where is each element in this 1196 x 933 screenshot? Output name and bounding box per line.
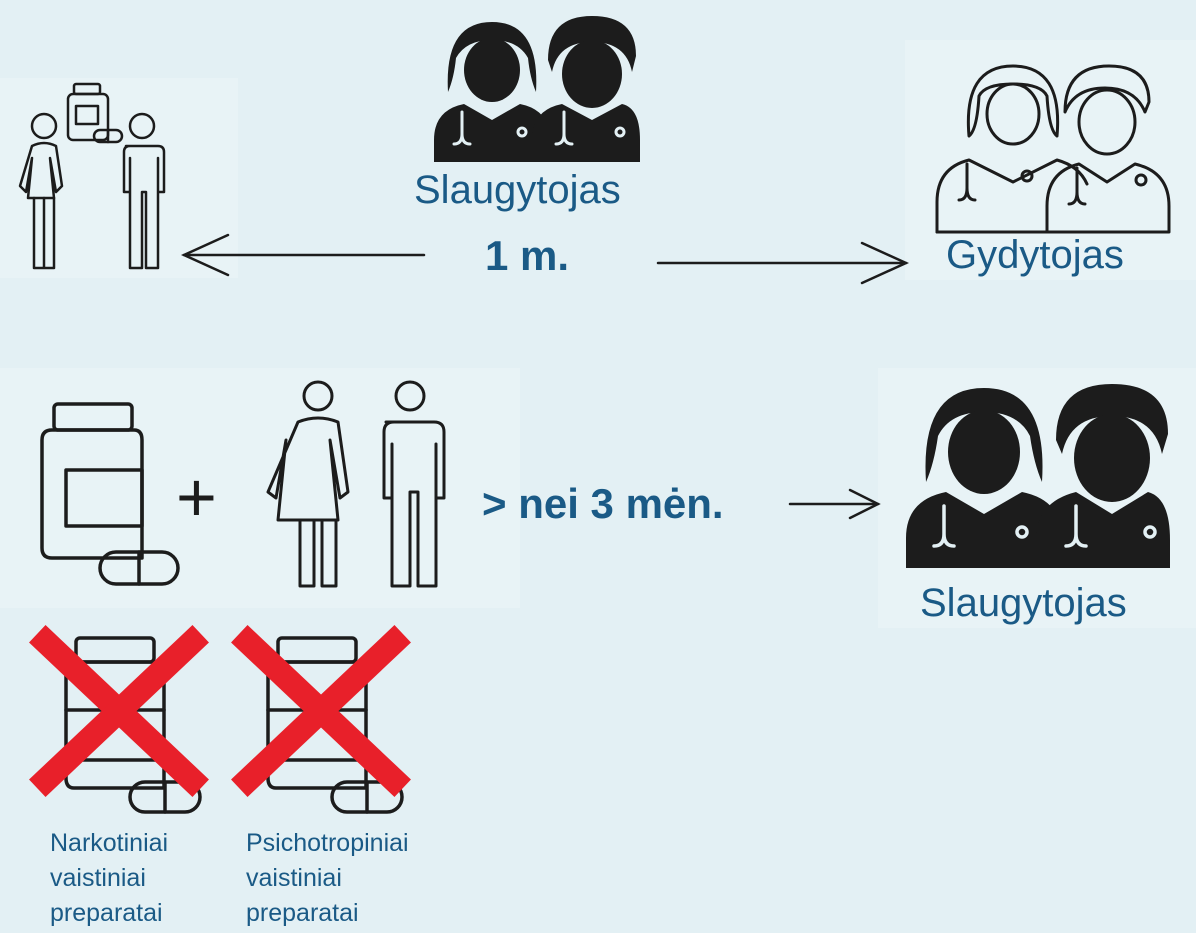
panel-top-right [905,40,1196,280]
nurses-bottom-icon [906,384,1170,568]
bottom-right-role-label: Slaugytojas [920,581,1127,625]
narcotics-caption: Narkotiniai vaistiniai preparatai [50,826,168,931]
caption-line: preparatai [246,899,359,927]
arrow-right-icon [656,241,910,285]
arrow-right-bottom-icon [788,488,881,520]
nurses-icon [434,16,640,162]
caption-line: Narkotiniai [50,829,169,857]
caption-line: vaistiniai [246,864,342,892]
caption-line: Psichotropiniai [246,829,409,857]
patients-icon [266,380,446,588]
caption-line: preparatai [50,899,163,927]
patients-with-medication-icon [18,82,166,270]
panel-bottom-left [0,368,520,608]
psychotropics-caption: Psichotropiniai vaistiniai preparatai [246,826,409,931]
crossed-narcotics-icon [29,625,209,814]
plus-sign: + [176,458,217,536]
bottom-duration-label: > nei 3 mėn. [482,480,724,527]
doctors-icon [935,64,1171,234]
panel-top-left [0,78,238,278]
medication-bottle-icon [40,402,180,586]
caption-line: vaistiniai [50,864,146,892]
crossed-psychotropics-icon [231,625,411,814]
top-right-role-label: Gydytojas [946,233,1124,277]
top-duration-label: 1 m. [485,232,570,279]
top-center-role-label: Slaugytojas [414,168,621,212]
arrow-left-icon [180,233,426,277]
